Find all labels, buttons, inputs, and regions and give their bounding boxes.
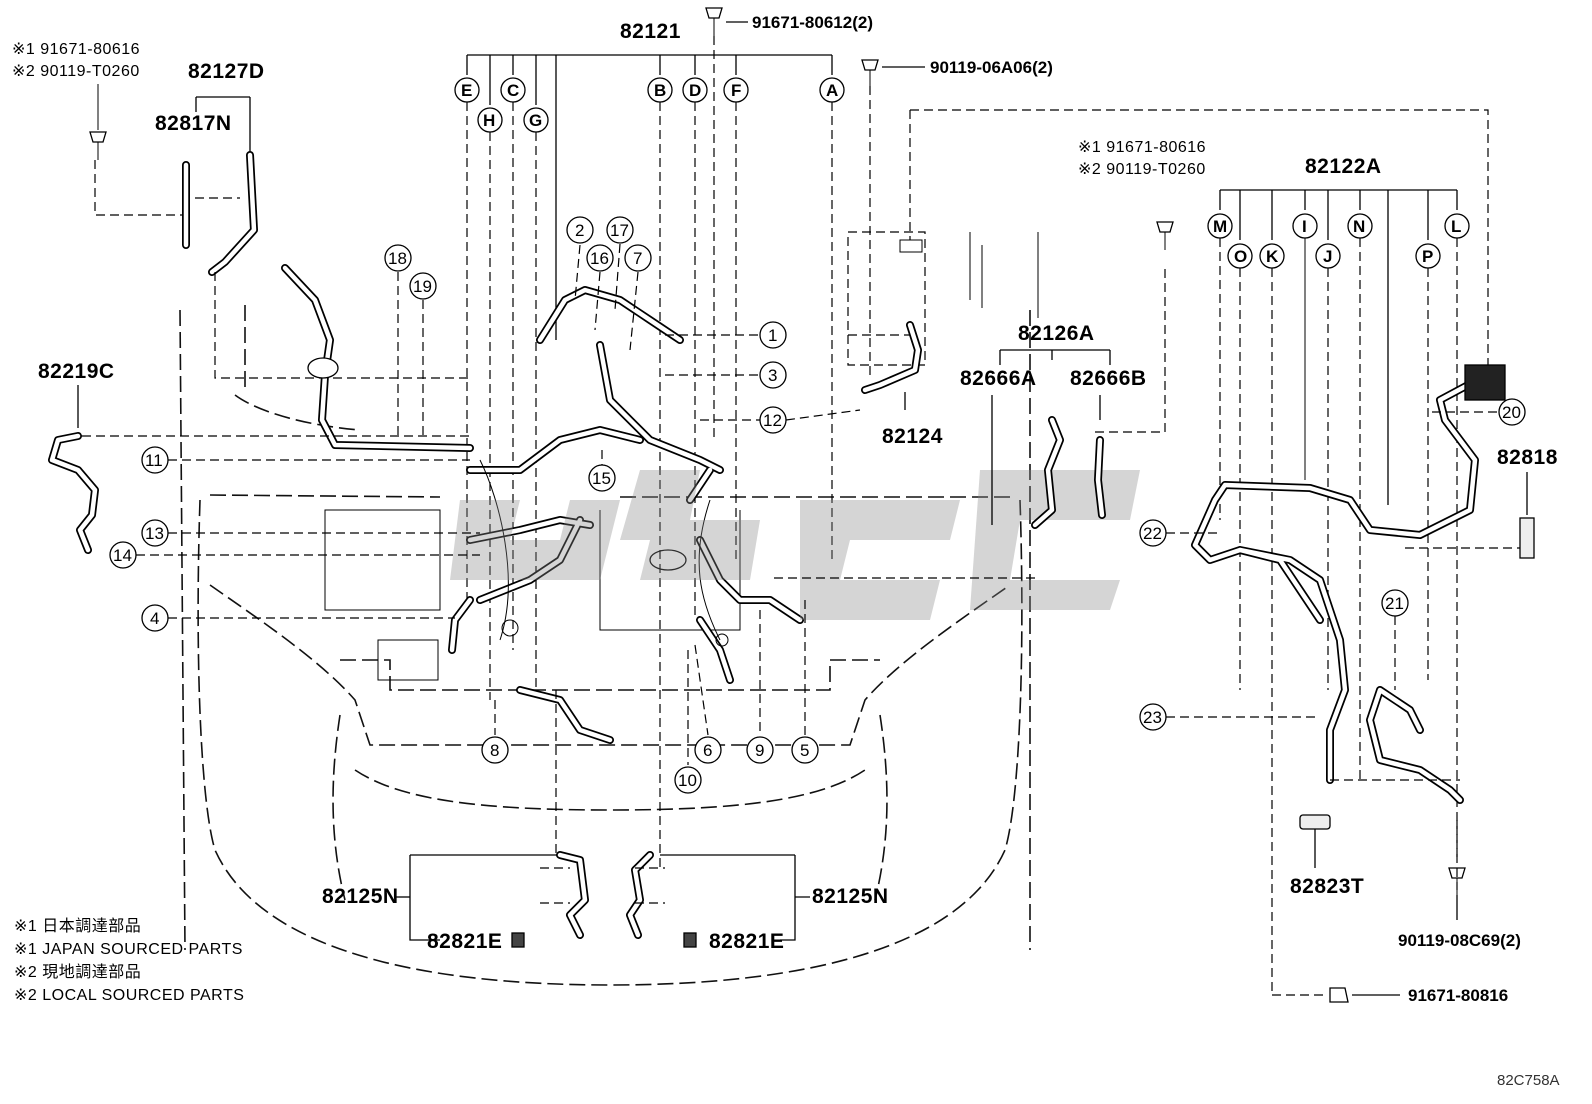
svg-text:E: E (461, 81, 472, 100)
lower-left-harness-82125N: 82125N 82821E (322, 690, 589, 953)
svg-text:12: 12 (763, 411, 782, 430)
svg-text:N: N (1353, 217, 1365, 236)
numbered-callouts: 1 2 3 4 5 6 7 8 9 10 11 12 13 14 15 16 1 (109, 216, 861, 794)
svg-text:6: 6 (703, 741, 712, 760)
part-82821E-right-label: 82821E (709, 930, 784, 953)
part-82125N-right-label: 82125N (812, 885, 889, 908)
letter-callouts-main: E H C G B D F A (454, 77, 845, 133)
clamp-82818: 82818 (1497, 446, 1558, 559)
svg-text:J: J (1323, 247, 1332, 266)
part-82817N-label: 82817N (155, 112, 232, 135)
svg-text:H: H (483, 111, 495, 130)
alt-bolt-center-1: ※1 91671-80616 (1078, 139, 1206, 156)
svg-text:10: 10 (678, 771, 697, 790)
svg-text:19: 19 (413, 277, 432, 296)
sensor-wire-82219C: 82219C (38, 360, 470, 554)
legend: ※1 日本調達部品 ※1 JAPAN SOURCED PARTS ※2 現地調達… (14, 917, 244, 1004)
left-harness-group: ※1 91671-80616 ※2 90119-T0260 82127D 828… (12, 41, 474, 452)
svg-text:7: 7 (633, 249, 642, 268)
letter-callouts-right: M O K I J N P L (1207, 213, 1470, 269)
svg-text:13: 13 (145, 524, 164, 543)
lower-right-harness-82125N: 82125N 82821E (626, 851, 889, 953)
bolt-90119-06A06: 90119-06A06(2) (861, 58, 1053, 380)
svg-text:11: 11 (145, 451, 163, 470)
bolt-91671-80816: 91671-80816 (1272, 986, 1508, 1005)
svg-text:K: K (1266, 247, 1279, 266)
svg-text:21: 21 (1385, 594, 1404, 613)
alt-bolt-center-2: ※2 90119-T0260 (1078, 161, 1206, 178)
svg-text:C: C (507, 81, 519, 100)
bolt-91671-80612: 91671-80612(2) (705, 7, 873, 440)
svg-text:23: 23 (1143, 708, 1162, 727)
watermark-shape (450, 470, 1140, 620)
svg-text:14: 14 (113, 546, 132, 565)
part-82124-label: 82124 (882, 425, 943, 448)
main-engine-harness (448, 286, 804, 744)
part-82821E-left-label: 82821E (427, 930, 502, 953)
alt-bolt-left-2: ※2 90119-T0260 (12, 63, 140, 80)
part-82818-label: 82818 (1497, 446, 1558, 469)
bolt-91671-80816-label: 91671-80816 (1408, 986, 1508, 1005)
svg-text:3: 3 (768, 366, 777, 385)
svg-text:2: 2 (575, 221, 584, 240)
bolt-90119-08C69: 90119-08C69(2) (1398, 820, 1521, 950)
svg-text:4: 4 (150, 609, 159, 628)
part-82666B-label: 82666B (1070, 367, 1147, 390)
center-harness-82126A: 82126A 82666A 82666B ※1 91671-80616 ※2 9… (770, 139, 1206, 579)
part-82125N-left-label: 82125N (322, 885, 399, 908)
vehicle-body-outline (179, 305, 1031, 986)
svg-text:17: 17 (610, 221, 629, 240)
right-harness-82122A: 82122A M O K I J N P L (1191, 155, 1532, 995)
svg-text:L: L (1451, 217, 1461, 236)
svg-text:M: M (1213, 217, 1227, 236)
right-callouts: 20 21 22 23 (1139, 398, 1526, 731)
svg-text:P: P (1422, 247, 1433, 266)
svg-text:22: 22 (1143, 524, 1162, 543)
part-82122A-label: 82122A (1305, 155, 1382, 178)
bolt-91671-80612-label: 91671-80612(2) (752, 13, 873, 32)
svg-text:G: G (529, 111, 542, 130)
bolt-90119-06A06-label: 90119-06A06(2) (930, 58, 1053, 77)
svg-text:O: O (1234, 247, 1247, 266)
svg-text:B: B (654, 81, 666, 100)
svg-text:5: 5 (800, 741, 809, 760)
svg-text:I: I (1302, 217, 1307, 236)
legend-line-2: ※1 JAPAN SOURCED PARTS (14, 941, 243, 958)
diagram-code: 82C758A (1497, 1072, 1560, 1089)
legend-line-1: ※1 日本調達部品 (14, 917, 141, 935)
svg-text:1: 1 (768, 326, 777, 345)
legend-line-3: ※2 現地調達部品 (14, 963, 141, 981)
part-82126A-label: 82126A (1018, 322, 1095, 345)
part-82219C-label: 82219C (38, 360, 115, 383)
svg-text:D: D (689, 81, 701, 100)
battery-cable-82124: 82124 (847, 109, 1489, 448)
part-82127D-label: 82127D (188, 60, 265, 83)
svg-text:8: 8 (490, 741, 499, 760)
svg-text:F: F (731, 81, 741, 100)
bolt-90119-08C69-label: 90119-08C69(2) (1398, 931, 1521, 950)
svg-text:16: 16 (590, 249, 609, 268)
svg-text:A: A (826, 81, 838, 100)
part-82823T-label: 82823T (1290, 875, 1364, 898)
svg-text:18: 18 (388, 249, 407, 268)
svg-text:20: 20 (1502, 403, 1521, 422)
part-82666A-label: 82666A (960, 367, 1037, 390)
cover-82823T: 82823T (1290, 814, 1364, 898)
svg-text:9: 9 (755, 741, 764, 760)
legend-line-4: ※2 LOCAL SOURCED PARTS (14, 987, 244, 1004)
alt-bolt-left-1: ※1 91671-80616 (12, 41, 140, 58)
part-82121-label: 82121 (620, 20, 681, 43)
part-82121-group: 82121 E H C G B D F A (454, 20, 845, 870)
svg-text:15: 15 (592, 469, 611, 488)
